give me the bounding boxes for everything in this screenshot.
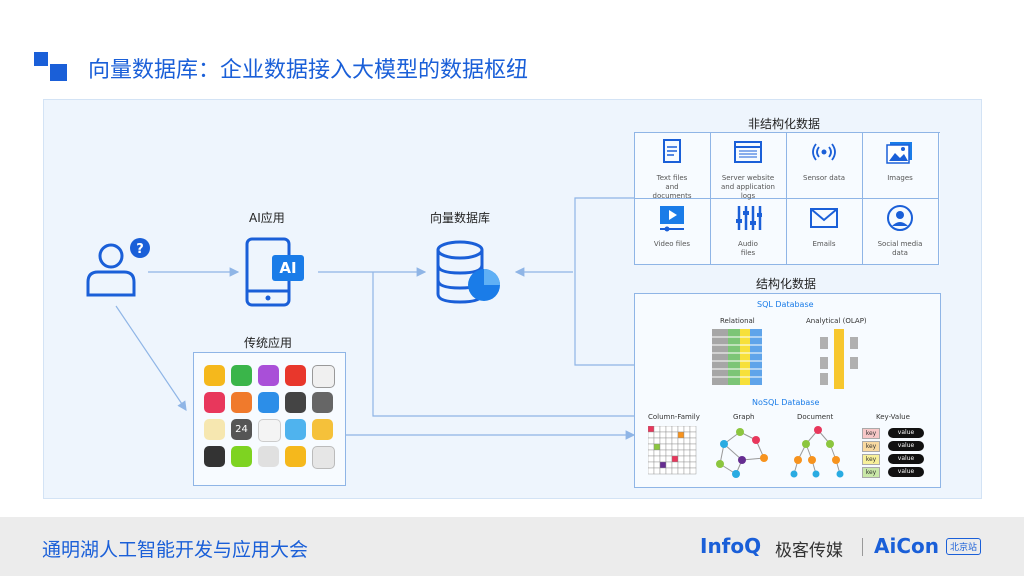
sql-title: SQL Database — [757, 300, 814, 309]
nosql-title: NoSQL Database — [752, 398, 820, 407]
kv-key: key — [862, 441, 880, 452]
relational-table-icon — [712, 329, 762, 385]
kv-value: value — [888, 441, 924, 451]
unstructured-cell: Sensor data — [786, 132, 863, 199]
graph-icon — [716, 428, 768, 478]
image-icon — [886, 138, 914, 166]
structured-label: 结构化数据 — [756, 277, 817, 291]
email-icon — [810, 204, 838, 232]
unstructured-cell-label: Sensor data — [803, 174, 845, 182]
clock-app-icon[interactable] — [258, 419, 281, 442]
kv-key: key — [862, 454, 880, 465]
sim-app-icon[interactable] — [285, 446, 306, 467]
traditional-app-label: 传统应用 — [244, 336, 293, 350]
page-title: 向量数据库：企业数据接入大模型的数据枢纽 — [88, 58, 529, 83]
nosql-type-label: Document — [797, 413, 834, 421]
aicon-logo: AiCon — [874, 534, 939, 558]
camera-app-icon[interactable] — [204, 446, 225, 467]
infoq-logo: InfoQ — [700, 534, 762, 558]
chat-app-icon[interactable] — [204, 365, 225, 386]
grid-app-icon[interactable] — [312, 446, 335, 469]
relational-label: Relational — [720, 317, 755, 325]
ai-app-label: AI应用 — [249, 211, 285, 225]
analytical-label: Analytical (OLAP) — [806, 317, 867, 325]
nosql-type-label: Key-Value — [876, 413, 910, 421]
phone-app-icon[interactable] — [231, 365, 252, 386]
column-family-icon — [648, 426, 697, 475]
ai-badge: AI — [272, 255, 304, 281]
title-square-icon — [34, 52, 48, 66]
geek-media-logo: 极客传媒 — [775, 541, 843, 561]
svg-text:?: ? — [136, 242, 144, 257]
social-icon — [886, 204, 914, 232]
vector-db-label: 向量数据库 — [430, 211, 491, 225]
unstructured-cell-label: Video files — [653, 240, 691, 248]
unstructured-label: 非结构化数据 — [748, 117, 821, 131]
database-icon — [436, 240, 500, 304]
user-question-icon: ? — [86, 238, 150, 297]
olap-cube-icon — [820, 329, 858, 389]
cloud-app-icon[interactable] — [258, 392, 279, 413]
store-app-icon[interactable] — [231, 446, 252, 467]
qr-app-icon[interactable] — [312, 365, 335, 388]
kv-value: value — [888, 428, 924, 438]
maps-app-icon[interactable] — [285, 365, 306, 386]
server-log-icon — [734, 138, 762, 166]
video-app-icon[interactable] — [258, 365, 279, 386]
unstructured-cell: Video files — [634, 198, 711, 265]
sensor-icon — [810, 138, 838, 166]
text-file-icon — [658, 138, 686, 166]
title-square-icon — [50, 64, 67, 81]
nosql-type-label: Graph — [733, 413, 755, 421]
settings-app-icon[interactable] — [285, 392, 306, 413]
calendar-app-icon[interactable]: 24 — [231, 419, 252, 440]
wallet-app-icon[interactable] — [312, 419, 333, 440]
city-badge: 北京站 — [946, 538, 982, 555]
conference-name: 通明湖人工智能开发与应用大会 — [42, 539, 309, 561]
weather-app-icon[interactable] — [285, 419, 306, 440]
calculator-app-icon[interactable] — [258, 446, 279, 467]
unstructured-cell-label: Images — [887, 174, 913, 182]
document-tree-icon — [790, 426, 844, 478]
unstructured-cell: Emails — [786, 198, 863, 265]
compass-app-icon[interactable] — [312, 392, 333, 413]
contacts-app-icon[interactable] — [231, 392, 252, 413]
unstructured-cell: Images — [862, 132, 939, 199]
nosql-type-label: Column-Family — [648, 413, 700, 421]
music-app-icon[interactable] — [204, 392, 225, 413]
unstructured-cell-label: Emails — [812, 240, 836, 248]
kv-key: key — [862, 467, 880, 478]
kv-key: key — [862, 428, 880, 439]
video-icon — [658, 204, 686, 232]
kv-value: value — [888, 467, 924, 477]
logo-divider — [862, 538, 863, 556]
audio-icon — [734, 204, 763, 232]
footer-bar — [0, 517, 1024, 576]
notes-app-icon[interactable] — [204, 419, 225, 440]
kv-value: value — [888, 454, 924, 464]
